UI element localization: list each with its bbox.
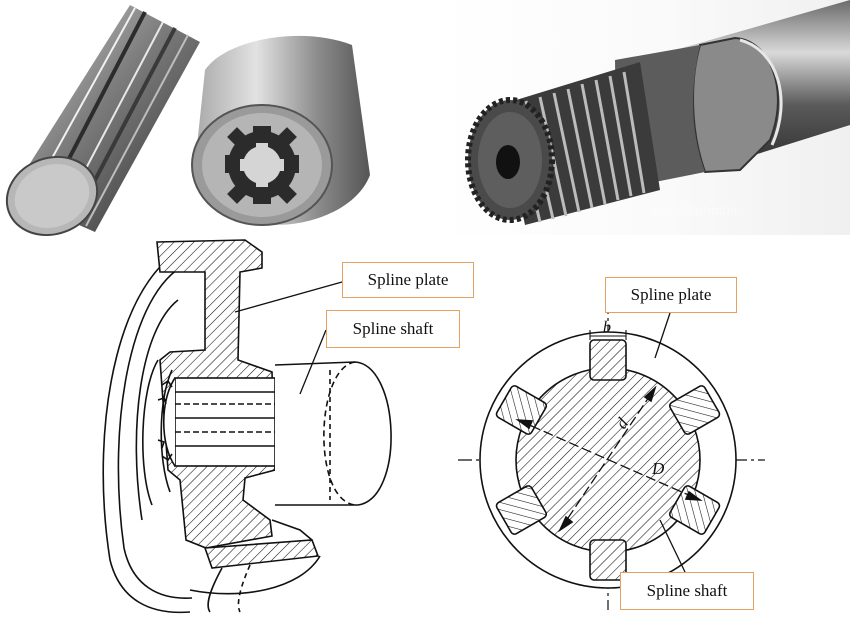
callout-spline-plate-left: Spline plate xyxy=(342,262,474,298)
callout-label: Spline shaft xyxy=(352,319,434,338)
callout-label: Spline shaft xyxy=(646,581,728,600)
dimension-D-label: D xyxy=(651,459,665,478)
callout-label: Spline plate xyxy=(630,285,712,304)
photo-spline-shaft-and-sleeve xyxy=(5,5,370,237)
callout-label: Spline plate xyxy=(367,270,449,289)
callout-spline-shaft-left: Spline shaft xyxy=(326,310,460,348)
photo-splined-drive-shaft: depositphotos depositphotos xyxy=(440,0,850,235)
dimension-b-label: b xyxy=(603,319,611,336)
callout-spline-plate-right: Spline plate xyxy=(605,277,737,313)
isometric-section-drawing xyxy=(102,239,392,614)
callout-spline-shaft-right: Spline shaft xyxy=(620,572,754,610)
watermark-text: depositphotos xyxy=(470,32,557,48)
left-leader-lines xyxy=(234,281,343,395)
photo-sleeve-body xyxy=(191,35,370,226)
photo-shaft-body xyxy=(5,5,200,237)
spline-cross-section xyxy=(458,300,765,610)
watermark-text-2: depositphotos xyxy=(650,202,737,218)
